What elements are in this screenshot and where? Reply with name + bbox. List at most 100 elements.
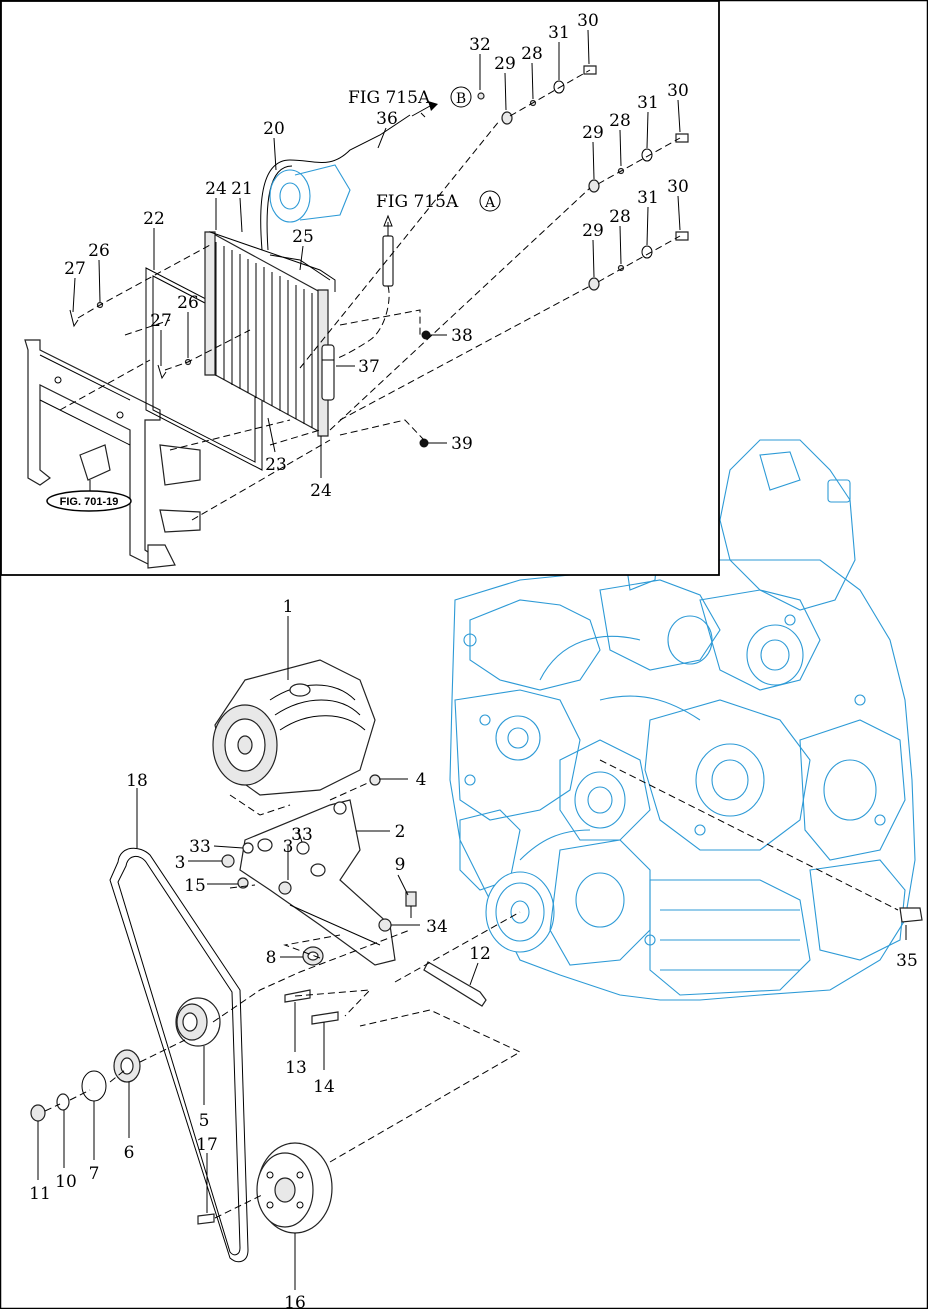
callout-3b: 3 bbox=[283, 837, 294, 857]
callout-18: 18 bbox=[126, 771, 148, 791]
compressor-ghost bbox=[269, 164, 351, 223]
bolt-9 bbox=[405, 891, 417, 918]
snap-ring bbox=[81, 1070, 107, 1102]
fastener-3b bbox=[278, 881, 292, 895]
bolt-17 bbox=[197, 1213, 215, 1225]
clip-27a bbox=[69, 309, 79, 328]
fig-ref-a: FIG 715A A bbox=[376, 190, 501, 212]
inset-callouts: 32 29 28 31 30 29 28 31 30 29 28 31 30 2… bbox=[64, 11, 689, 501]
callout-21: 21 bbox=[231, 179, 253, 199]
inset-leaders bbox=[72, 29, 681, 478]
nut-34 bbox=[378, 918, 392, 932]
callout-6: 6 bbox=[124, 1143, 135, 1163]
assembly-lines bbox=[44, 884, 522, 1219]
callout-36: 36 bbox=[376, 109, 398, 129]
mounting-frame bbox=[24, 339, 201, 569]
bolt-14 bbox=[311, 1011, 339, 1025]
callout-24b: 24 bbox=[310, 481, 332, 501]
callout-28a: 28 bbox=[521, 44, 543, 64]
callout-33a: 33 bbox=[189, 837, 211, 857]
fig-ref-701[interactable]: FIG. 701-19 bbox=[46, 490, 132, 512]
callout-28b: 28 bbox=[609, 111, 631, 131]
drive-belt bbox=[109, 847, 249, 1263]
callout-20: 20 bbox=[263, 119, 285, 139]
fastener-row-middle bbox=[588, 133, 689, 193]
condenser bbox=[204, 230, 336, 437]
fastener-3a bbox=[221, 854, 235, 868]
main-leaders bbox=[37, 616, 907, 1290]
callout-27b: 27 bbox=[150, 311, 172, 331]
callout-22: 22 bbox=[143, 209, 165, 229]
callout-9: 9 bbox=[395, 855, 406, 875]
callout-1: 1 bbox=[283, 597, 294, 617]
callout-29a: 29 bbox=[494, 54, 516, 74]
fig-arrow-b bbox=[411, 101, 438, 118]
callout-3a: 3 bbox=[175, 853, 186, 873]
callout-4: 4 bbox=[416, 770, 427, 790]
callout-17: 17 bbox=[196, 1135, 218, 1155]
fig-ref-b-circle: B bbox=[456, 91, 466, 107]
callout-2: 2 bbox=[395, 822, 406, 842]
callout-30a: 30 bbox=[577, 11, 599, 31]
compressor bbox=[212, 659, 376, 816]
grommet-38 bbox=[421, 330, 431, 340]
fig-ref-b: FIG 715A B bbox=[348, 86, 472, 108]
fastener-33a bbox=[242, 842, 254, 854]
bearing bbox=[113, 1049, 141, 1083]
fig-ref-701-label: FIG. 701-19 bbox=[60, 496, 119, 508]
pressure-switch bbox=[382, 214, 394, 287]
crank-pulley bbox=[256, 1142, 333, 1234]
bolt-12 bbox=[423, 961, 487, 1007]
fig-ref-a-label: FIG 715A bbox=[376, 192, 459, 212]
fitting-35 bbox=[599, 759, 923, 923]
nut-11 bbox=[30, 1104, 46, 1122]
callout-8: 8 bbox=[266, 948, 277, 968]
receiver-dryer bbox=[321, 344, 335, 401]
callout-11: 11 bbox=[29, 1184, 51, 1204]
callout-29b: 29 bbox=[582, 123, 604, 143]
callout-30b: 30 bbox=[667, 81, 689, 101]
bolt-15 bbox=[237, 877, 249, 889]
idler-pulley bbox=[175, 997, 221, 1047]
callout-10: 10 bbox=[55, 1172, 77, 1192]
callout-16: 16 bbox=[284, 1293, 306, 1309]
callout-31a: 31 bbox=[548, 23, 570, 43]
callout-28c: 28 bbox=[609, 207, 631, 227]
callout-29c: 29 bbox=[582, 221, 604, 241]
inset-panel: FIG 715A B FIG 715A A FIG. 701-19 32 29 … bbox=[0, 0, 720, 576]
fastener-row-bottom bbox=[588, 231, 689, 291]
compressor-bracket bbox=[239, 799, 396, 966]
callout-25: 25 bbox=[292, 227, 314, 247]
callout-12: 12 bbox=[469, 944, 491, 964]
callout-14: 14 bbox=[313, 1077, 335, 1097]
main-callouts: 1 18 4 2 33 33 3 3 9 15 34 8 12 35 13 14… bbox=[29, 597, 918, 1309]
washer bbox=[56, 1093, 70, 1111]
callout-32: 32 bbox=[469, 35, 491, 55]
bushing-8 bbox=[302, 946, 324, 966]
callout-7: 7 bbox=[89, 1164, 100, 1184]
callout-27a: 27 bbox=[64, 259, 86, 279]
callout-26b: 26 bbox=[177, 293, 199, 313]
callout-24a: 24 bbox=[205, 179, 227, 199]
callout-39: 39 bbox=[451, 434, 473, 454]
callout-13: 13 bbox=[285, 1058, 307, 1078]
engine-illustration bbox=[449, 439, 916, 1001]
fig-ref-b-label: FIG 715A bbox=[348, 88, 431, 108]
callout-34: 34 bbox=[426, 917, 448, 937]
fastener-4 bbox=[329, 774, 381, 801]
clip-27b bbox=[157, 364, 167, 380]
fastener-33b bbox=[296, 841, 310, 855]
callout-37: 37 bbox=[358, 357, 380, 377]
callout-33b: 33 bbox=[291, 825, 313, 845]
inset-assembly-lines bbox=[59, 69, 681, 521]
callout-35: 35 bbox=[896, 951, 918, 971]
callout-15: 15 bbox=[184, 876, 206, 896]
callout-30c: 30 bbox=[667, 177, 689, 197]
callout-26a: 26 bbox=[88, 241, 110, 261]
callout-31b: 31 bbox=[637, 93, 659, 113]
callout-31c: 31 bbox=[637, 188, 659, 208]
grommet-39 bbox=[419, 438, 429, 448]
callout-5: 5 bbox=[199, 1111, 210, 1131]
callout-38: 38 bbox=[451, 326, 473, 346]
